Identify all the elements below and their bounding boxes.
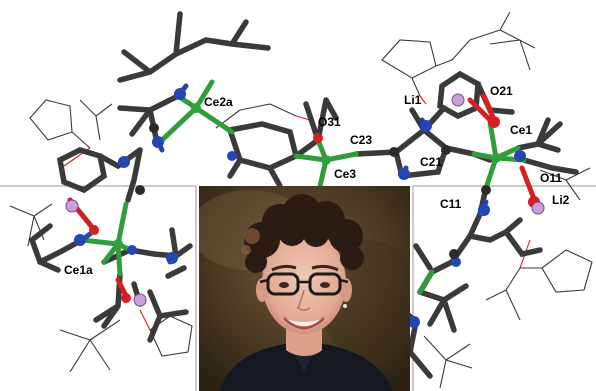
label-o11: O11	[540, 171, 562, 185]
wireframe-fragments	[9, 11, 593, 389]
portrait-photo	[199, 186, 410, 391]
atoms	[65, 88, 545, 328]
label-o31: O31	[318, 115, 341, 129]
label-c21: C21	[420, 155, 442, 169]
atom-labels: Ce2a Ce1 Ce1a Ce3 Li1 Li2 O21 O31 O11 C2…	[64, 84, 570, 277]
label-li2: Li2	[552, 193, 570, 207]
label-ce3: Ce3	[334, 167, 356, 181]
label-ce1: Ce1	[510, 123, 532, 137]
label-c23: C23	[350, 133, 372, 147]
label-o21: O21	[490, 84, 513, 98]
label-ce1a: Ce1a	[64, 263, 93, 277]
label-c11: C11	[440, 197, 462, 211]
label-li1: Li1	[404, 93, 422, 107]
label-ce2a: Ce2a	[204, 95, 233, 109]
